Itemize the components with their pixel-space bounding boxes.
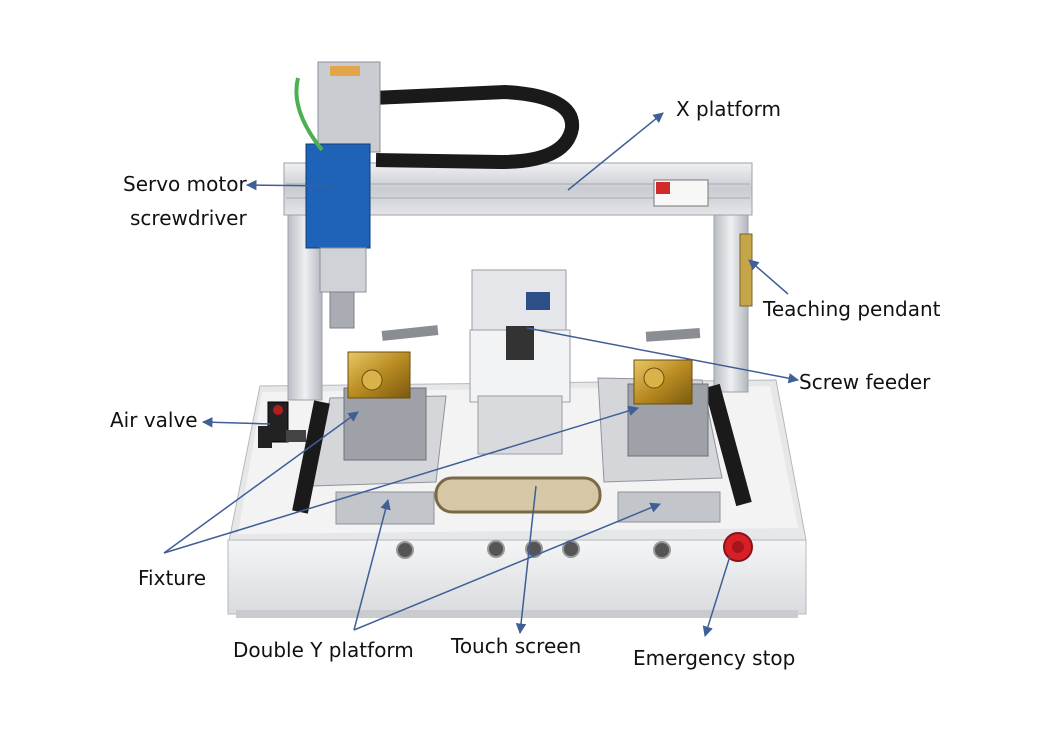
arrow-y-right — [353, 502, 661, 631]
screw-feeder-unit — [469, 269, 571, 455]
label-touch-screen: Touch screen — [451, 634, 582, 658]
label-servo-line2: screwdriver — [130, 206, 247, 230]
label-double-y-platform: Double Y platform — [233, 638, 414, 662]
right-fixture — [633, 328, 701, 405]
front-panel-buttons — [396, 540, 671, 559]
label-screw-feeder: Screw feeder — [799, 370, 931, 394]
arrow-fixture-left — [163, 411, 359, 554]
label-emergency-stop: Emergency stop — [633, 646, 796, 670]
annotation-arrows — [163, 112, 800, 638]
emergency-stop-button — [723, 532, 753, 562]
touch-screen — [434, 476, 602, 514]
label-teaching-pendant: Teaching pendant — [763, 297, 941, 321]
arrow-servo — [245, 179, 333, 191]
arrow-fixture-right — [163, 405, 640, 554]
label-servo-line1: Servo motor — [123, 172, 247, 196]
label-air-valve: Air valve — [110, 408, 198, 432]
left-fixture — [347, 325, 439, 399]
arrow-screw-feeder — [526, 327, 800, 384]
teaching-pendant — [739, 233, 753, 307]
arrow-x-platform — [567, 112, 664, 191]
arrow-teaching-pendant — [748, 259, 789, 295]
top-cable-chain — [371, 84, 580, 170]
label-fixture: Fixture — [138, 566, 207, 590]
arrow-y-left — [353, 498, 391, 631]
arrow-touch-screen — [515, 485, 537, 635]
arrow-air-valve — [201, 417, 271, 428]
arrow-emergency-stop — [702, 555, 731, 638]
label-x-platform: X platform — [676, 97, 782, 121]
left-y-platform — [292, 387, 447, 525]
servo-screwdriver-unit — [294, 61, 381, 329]
air-valve — [258, 401, 306, 448]
